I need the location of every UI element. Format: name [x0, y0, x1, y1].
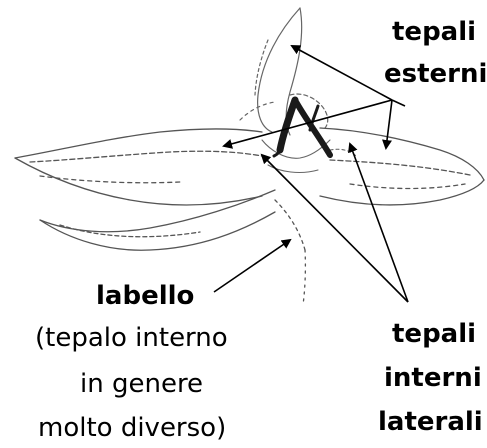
label-labello-note-line2: in genere [80, 366, 203, 402]
right-lateral-tepal-sketch [320, 128, 484, 205]
arrow-labello [214, 240, 290, 292]
label-labello: labello [96, 278, 194, 314]
label-tepali-esterni-line2: esterni [384, 56, 487, 92]
label-tepali-interni-line3: laterali [378, 404, 483, 440]
label-tepali-esterni-line1: tepali [392, 14, 476, 50]
label-tepali-interni-line2: interni [384, 360, 482, 396]
arrows-tepali-interni-laterali [262, 144, 408, 302]
label-labello-note-line1: (tepalo interno [35, 320, 228, 356]
label-tepali-interni-line1: tepali [392, 316, 476, 352]
left-lateral-tepal-sketch [15, 129, 262, 205]
label-labello-note-line3: molto diverso) [38, 410, 226, 446]
